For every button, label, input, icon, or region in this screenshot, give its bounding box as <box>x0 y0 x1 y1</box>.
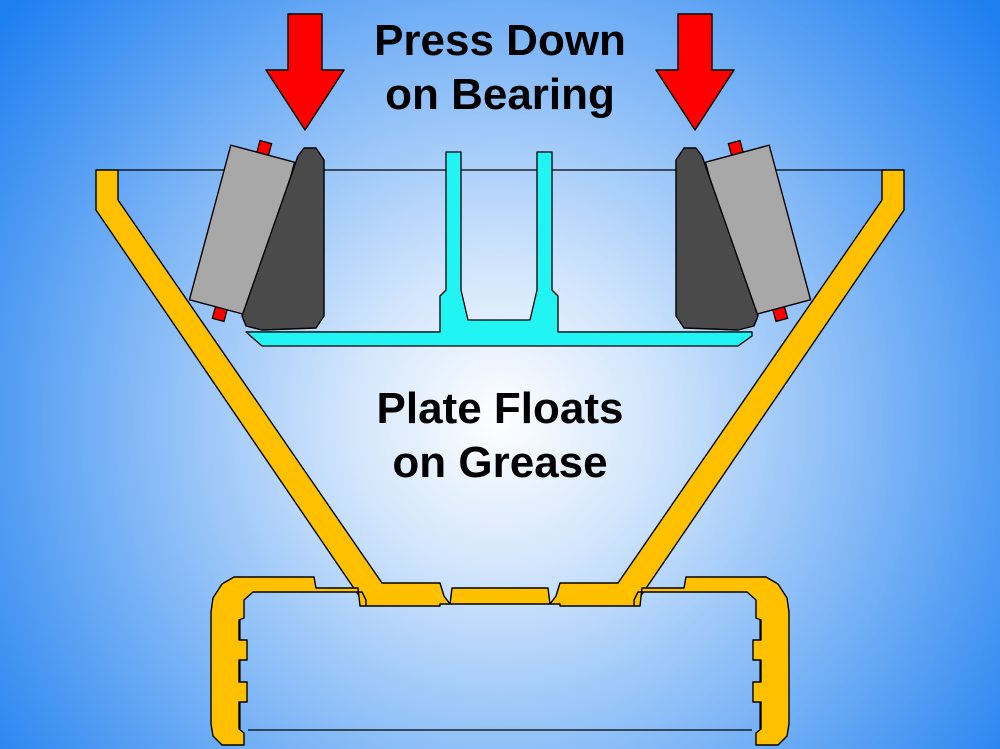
plate-floats-label-line-1: Plate Floats <box>376 384 624 433</box>
left-bearing <box>188 139 325 331</box>
right-bearing-inner-race <box>675 147 759 331</box>
right-bearing <box>675 139 812 331</box>
press-down-label: Press Down on Bearing <box>0 14 1000 122</box>
housing-left <box>95 169 905 607</box>
arrow-down-icon <box>265 13 345 131</box>
left-bearing-inner-race <box>241 147 325 331</box>
press-down-label-line-1: Press Down <box>374 16 626 65</box>
press-down-label-line-2: on Bearing <box>385 70 615 119</box>
housing-base-left <box>210 576 367 746</box>
plate-floats-label-line-2: on Grease <box>392 438 608 487</box>
floating-plate <box>245 151 753 347</box>
housing-base-right <box>633 576 790 746</box>
arrow-down-icon <box>655 13 735 131</box>
plate-floats-label: Plate Floats on Grease <box>0 382 1000 490</box>
